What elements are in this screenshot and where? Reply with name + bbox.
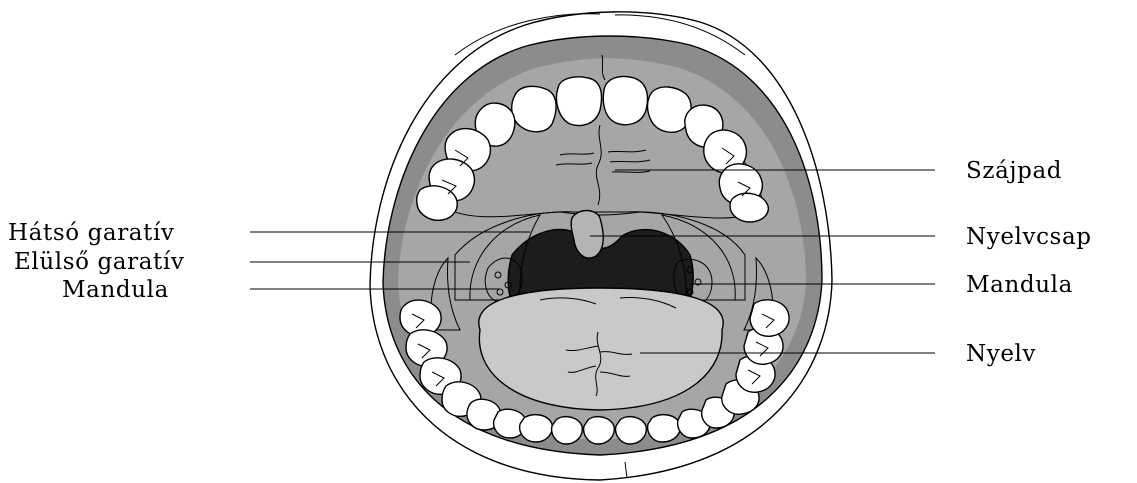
label-nyelv: Nyelv (966, 341, 1036, 367)
label-hatso-garativ: Hátsó garatív (8, 220, 175, 246)
label-mandula-right: Mandula (966, 272, 1073, 298)
label-nyelvcsap: Nyelvcsap (966, 224, 1092, 250)
label-mandula-left: Mandula (62, 277, 169, 303)
labels-right: Szájpad Nyelvcsap Mandula Nyelv (966, 158, 1092, 367)
label-szajpad: Szájpad (966, 158, 1062, 184)
label-elulso-garativ: Elülső garatív (14, 249, 184, 275)
labels-left: Hátsó garatív Elülső garatív Mandula (8, 220, 184, 303)
